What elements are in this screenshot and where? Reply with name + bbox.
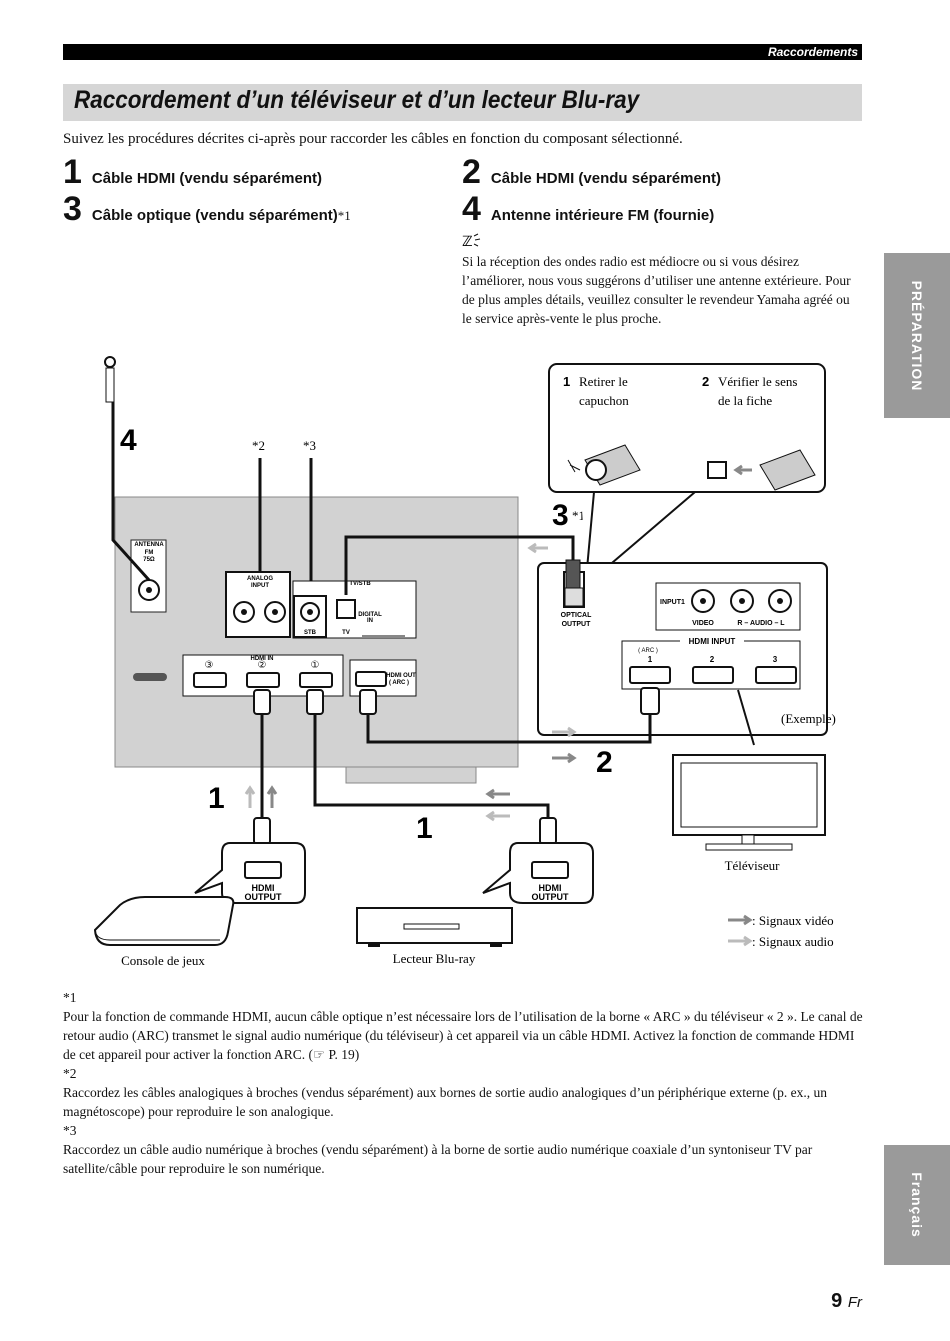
svg-text:( ARC ): ( ARC ) xyxy=(638,648,658,654)
footnote-text: Pour la fonction de commande HDMI, aucun… xyxy=(63,1009,863,1062)
footnote-1: *1 Pour la fonction de commande HDMI, au… xyxy=(63,988,863,1064)
svg-text:OUTPUT: OUTPUT xyxy=(532,892,570,902)
svg-text:OPTICAL: OPTICAL xyxy=(561,612,592,619)
optical-cable xyxy=(344,535,575,595)
svg-text:*1: *1 xyxy=(572,508,585,523)
page-title: Raccordement d’un téléviseur et d’un lec… xyxy=(74,86,640,114)
svg-text:Console de jeux: Console de jeux xyxy=(121,953,205,968)
footnote-mark: *1 xyxy=(63,990,77,1005)
game-console xyxy=(93,896,235,946)
svg-text:OUTPUT: OUTPUT xyxy=(562,621,592,628)
label-2: 2 xyxy=(596,746,613,779)
svg-text:HDMI: HDMI xyxy=(539,883,562,893)
svg-text:capuchon: capuchon xyxy=(579,393,629,408)
svg-text:Téléviseur: Téléviseur xyxy=(725,858,781,873)
fm-label: FM xyxy=(145,550,154,556)
label-4: 4 xyxy=(120,424,137,457)
svg-text:TV/STB: TV/STB xyxy=(349,581,371,587)
ohm-label: 75Ω xyxy=(143,557,155,563)
svg-text:IN: IN xyxy=(367,618,373,624)
svg-text:TV: TV xyxy=(342,630,350,636)
step-1: 1 Câble HDMI (vendu séparément) xyxy=(63,155,322,189)
svg-text:HDMI: HDMI xyxy=(252,883,275,893)
title-box xyxy=(63,84,862,121)
footnote-text: Raccordez les câbles analogiques à broch… xyxy=(63,1085,827,1119)
svg-text:Retirer le: Retirer le xyxy=(579,374,628,389)
step-number: 1 xyxy=(63,153,82,191)
footnote-2: *2 Raccordez les câbles analogiques à br… xyxy=(63,1064,863,1121)
intro-text: Suivez les procédures décrites ci-après … xyxy=(63,131,683,147)
note-3: *3 xyxy=(303,438,316,453)
tip-text: Si la réception des ondes radio est médi… xyxy=(462,254,851,326)
footnote-mark: *3 xyxy=(63,1123,77,1138)
svg-text:R – AUDIO – L: R – AUDIO – L xyxy=(737,620,785,627)
step-label: Antenne intérieure FM (fournie) xyxy=(490,207,715,224)
connection-diagram: ANTENNA FM 75Ω 4 *2 *3 ANALOG INPUT STB … xyxy=(93,356,836,968)
antenna-label: ANTENNA xyxy=(134,542,164,548)
tab-language: Français xyxy=(884,1145,950,1265)
svg-text:2: 2 xyxy=(702,374,709,389)
svg-text:HDMI IN: HDMI IN xyxy=(251,656,274,662)
label-3: 3 xyxy=(552,499,569,532)
step-note: *1 xyxy=(337,208,351,223)
step-label: Câble HDMI (vendu séparément) xyxy=(91,170,322,187)
label-1b: 1 xyxy=(416,812,433,845)
footnote-3: *3 Raccordez un câble audio numérique à … xyxy=(63,1121,863,1178)
antenna-plug xyxy=(105,367,115,403)
svg-text:OUTPUT: OUTPUT xyxy=(245,892,283,902)
step-number: 2 xyxy=(462,153,481,191)
svg-text:②: ② xyxy=(258,660,267,671)
svg-text:de la fiche: de la fiche xyxy=(718,393,772,408)
svg-text:1: 1 xyxy=(563,374,570,389)
step-label: Câble optique (vendu séparément) xyxy=(91,207,338,224)
svg-text:2: 2 xyxy=(710,655,715,664)
hdmi-cable-2 xyxy=(366,710,652,744)
footnote-mark: *2 xyxy=(63,1066,77,1081)
receiver-foot xyxy=(345,766,477,784)
panel-slot xyxy=(133,673,167,681)
hdmi-cable-1b xyxy=(313,712,550,820)
page-number: 9 Fr xyxy=(831,1290,862,1312)
svg-text:1: 1 xyxy=(648,655,653,664)
svg-text:ℤ: ℤ xyxy=(462,234,473,249)
step-2: 2 Câble HDMI (vendu séparément) xyxy=(462,155,721,189)
section-header: Raccordements xyxy=(63,44,862,60)
svg-text:DIGITAL: DIGITAL xyxy=(358,612,382,618)
svg-text:HDMI OUT: HDMI OUT xyxy=(386,673,416,679)
svg-text:: Signaux audio: : Signaux audio xyxy=(752,934,834,949)
svg-text:③: ③ xyxy=(205,660,214,671)
step-4: 4 Antenne intérieure FM (fournie) xyxy=(462,192,714,226)
tip-icon: ℤ xyxy=(462,233,481,249)
label-1a: 1 xyxy=(208,782,225,815)
svg-text:(Exemple): (Exemple) xyxy=(781,711,836,726)
svg-text:Lecteur Blu-ray: Lecteur Blu-ray xyxy=(393,951,476,966)
svg-text:INPUT: INPUT xyxy=(251,583,269,589)
note-2: *2 xyxy=(252,438,265,453)
svg-text:STB: STB xyxy=(304,630,317,636)
svg-text:HDMI INPUT: HDMI INPUT xyxy=(689,637,736,646)
step-label: Câble HDMI (vendu séparément) xyxy=(490,170,721,187)
step-number: 4 xyxy=(462,190,481,228)
svg-text:①: ① xyxy=(311,660,320,671)
antenna-ring xyxy=(104,356,116,368)
svg-text:ANALOG: ANALOG xyxy=(247,576,273,582)
step-number: 3 xyxy=(63,190,82,228)
svg-text:: Signaux vidéo: : Signaux vidéo xyxy=(752,913,834,928)
svg-text:VIDEO: VIDEO xyxy=(692,620,714,627)
tab-preparation: PRÉPARATION xyxy=(884,253,950,418)
svg-text:( ARC ): ( ARC ) xyxy=(389,680,409,686)
step-3: 3 Câble optique (vendu séparément)*1 xyxy=(63,192,351,226)
footnote-text: Raccordez un câble audio numérique à bro… xyxy=(63,1142,813,1176)
svg-text:Vérifier le sens: Vérifier le sens xyxy=(718,374,797,389)
svg-text:INPUT1: INPUT1 xyxy=(660,599,685,606)
svg-text:3: 3 xyxy=(773,655,778,664)
